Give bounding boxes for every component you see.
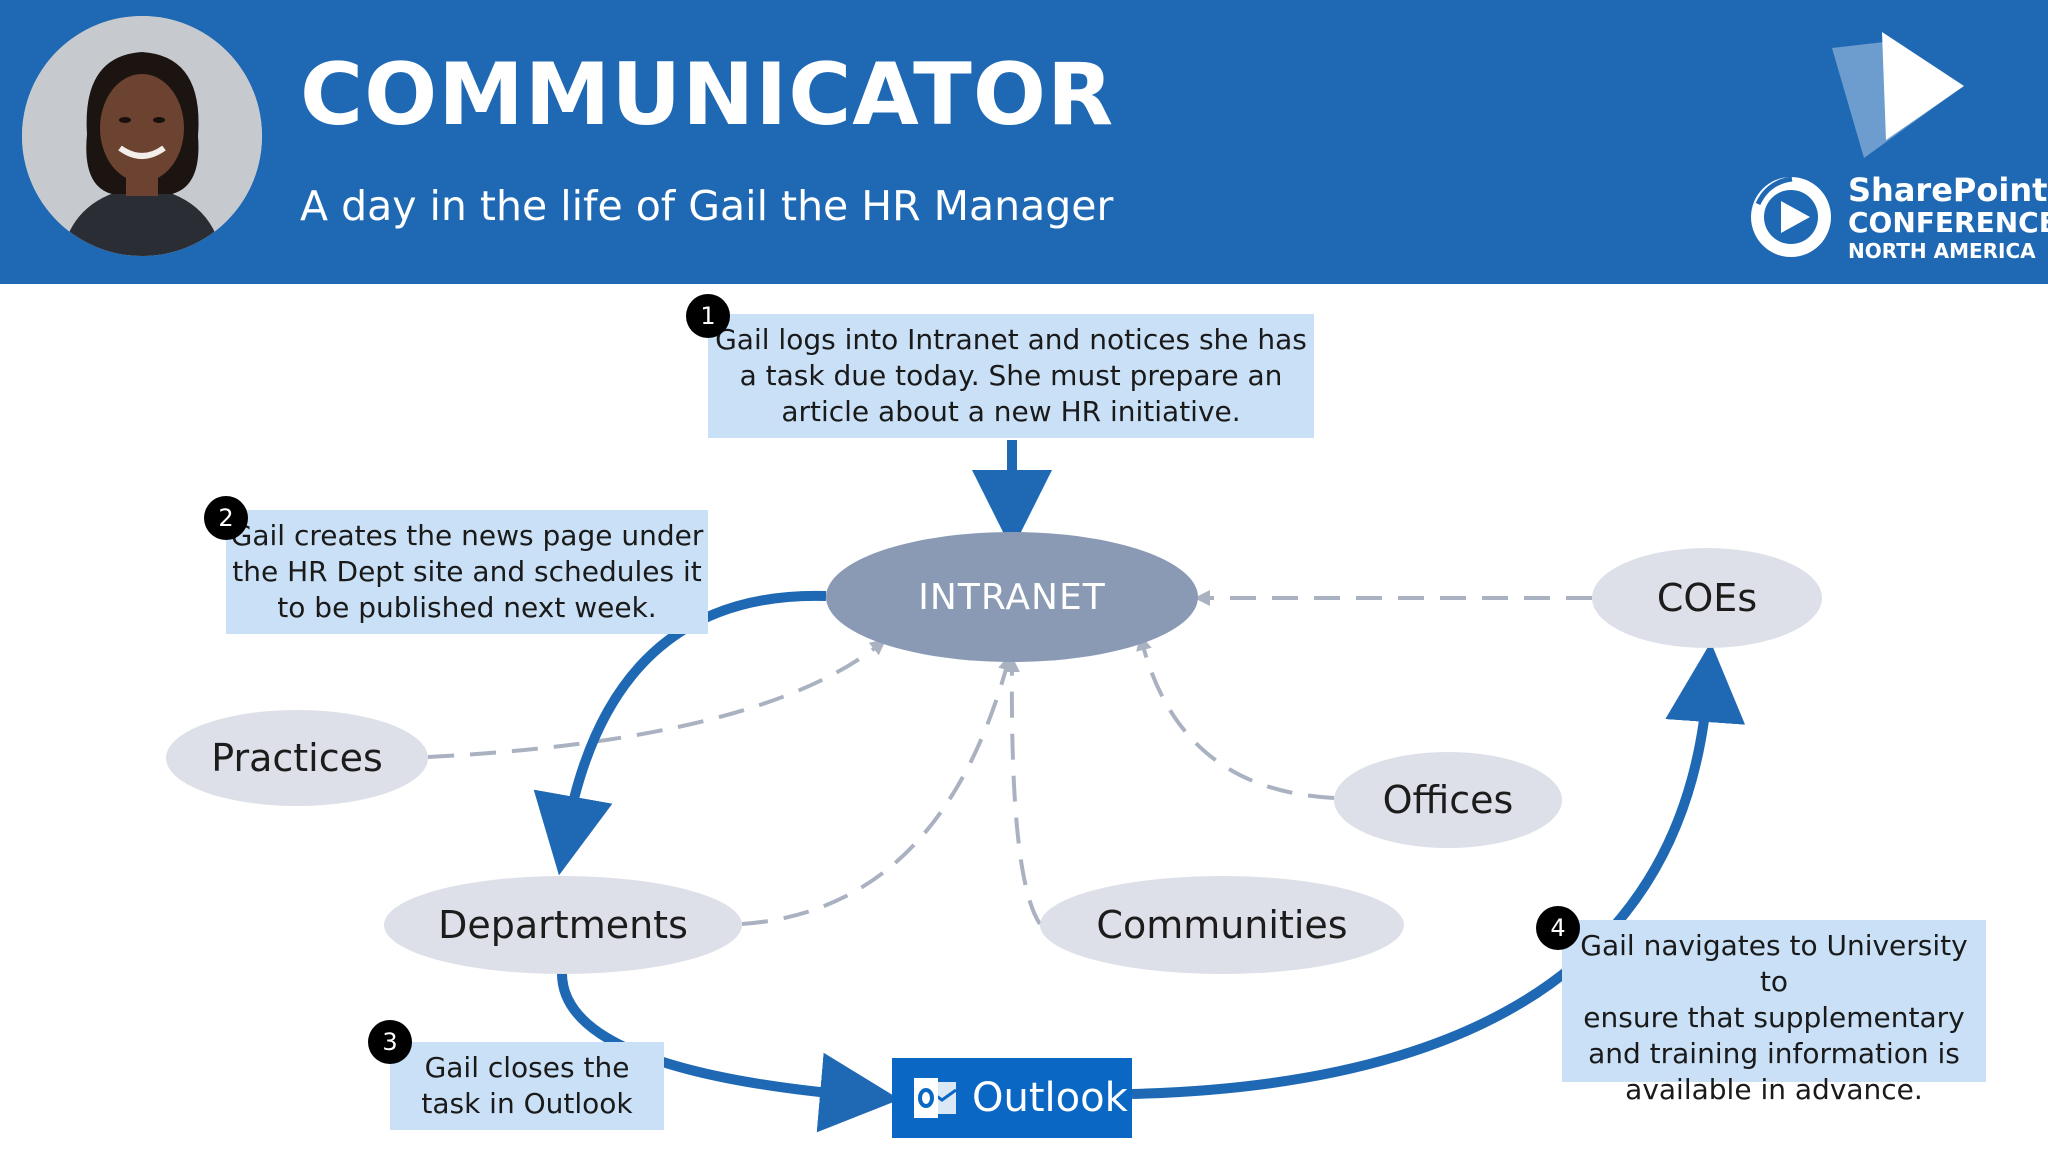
step-2-number: 2 [218,504,234,532]
step-2-line-1: Gail creates the news page under [230,519,704,552]
step-3-badge: 3 [368,1020,412,1064]
step-1-badge: 1 [686,294,730,338]
node-practices: Practices [166,710,428,806]
step-4-line-2: ensure that supplementary [1583,1001,1965,1034]
link-departments-intranet [741,654,1014,926]
step-4-line-3: and training information is [1588,1037,1960,1070]
step-3-line-1: Gail closes the [424,1051,630,1084]
brand-line-1: SharePoint [1848,171,2048,209]
node-departments: Departments [384,876,742,974]
step-2-badge: 2 [204,496,248,540]
link-communities-intranet [1003,656,1042,926]
node-intranet: INTRANET [826,532,1198,662]
step-1-number: 1 [700,302,716,330]
step-3-callout: Gail closes the task in Outlook [390,1042,664,1130]
node-outlook: Outlook [892,1058,1132,1138]
node-offices: Offices [1334,752,1562,848]
step-4-number: 4 [1550,914,1566,942]
avatar-photo [22,16,262,256]
node-offices-label: Offices [1382,778,1514,822]
play-logo-icon [1832,32,1964,158]
brand-line-2: CONFERENCE [1848,205,2048,239]
link-offices-intranet [1136,634,1335,800]
page-subtitle: A day in the life of Gail the HR Manager [300,182,1114,230]
node-communities: Communities [1040,876,1404,974]
sharepoint-logo-icon [1751,176,1831,257]
node-practices-label: Practices [211,736,383,780]
step-1-line-3: article about a new HR initiative. [781,395,1241,428]
flow-outlook-to-coes [1131,642,1746,1099]
node-coes-label: COEs [1656,576,1758,620]
step-1-callout: Gail logs into Intranet and notices she … [708,314,1314,438]
node-outlook-label: Outlook [972,1075,1128,1121]
node-coes: COEs [1592,548,1822,648]
step-2-callout: Gail creates the news page under the HR … [226,510,708,634]
brand-wordmark: SharePoint CONFERENCE NORTH AMERICA [1848,171,2048,263]
step-4-badge: 4 [1536,906,1580,950]
header-banner: COMMUNICATOR A day in the life of Gail t… [0,0,2048,284]
step-1-line-1: Gail logs into Intranet and notices she … [715,323,1307,356]
step-3-number: 3 [382,1028,398,1056]
node-intranet-label: INTRANET [918,576,1106,618]
node-departments-label: Departments [438,903,688,947]
step-1-line-2: a task due today. She must prepare an [739,359,1283,392]
step-4-line-1: Gail navigates to University to [1580,929,1968,998]
flow-intranet-to-departments [533,590,827,876]
link-practices-intranet [427,639,887,759]
avatar [22,16,262,256]
step-4-line-4: available in advance. [1625,1073,1923,1106]
step-4-callout: Gail navigates to University to ensure t… [1562,920,1986,1106]
step-2-line-3: to be published next week. [277,591,657,624]
step-3-line-2: task in Outlook [421,1087,633,1120]
page-title: COMMUNICATOR [300,45,1115,145]
node-communities-label: Communities [1096,903,1348,947]
brand-line-3: NORTH AMERICA [1848,238,2036,263]
step-2-line-2: the HR Dept site and schedules it [232,555,702,588]
outlook-icon [914,1078,957,1118]
